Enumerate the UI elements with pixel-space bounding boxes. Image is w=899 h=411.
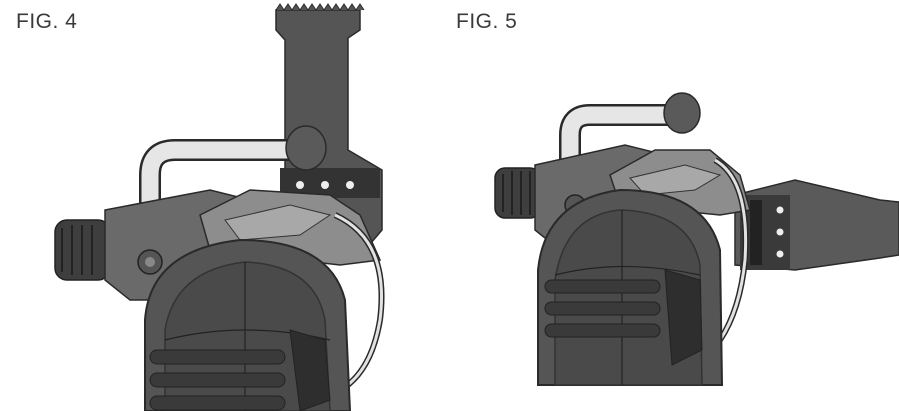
fig-5-label: FIG. 5 bbox=[456, 10, 518, 33]
side-knob bbox=[54, 219, 111, 281]
fig-4-label: FIG. 4 bbox=[16, 10, 78, 33]
tool-body bbox=[537, 188, 724, 386]
saw-blade bbox=[275, 3, 383, 251]
tool-body bbox=[144, 238, 352, 411]
side-knob bbox=[494, 167, 541, 219]
saw-blade bbox=[734, 179, 899, 271]
fig-4-illustration bbox=[54, 3, 385, 411]
fig-5-illustration bbox=[494, 92, 899, 386]
